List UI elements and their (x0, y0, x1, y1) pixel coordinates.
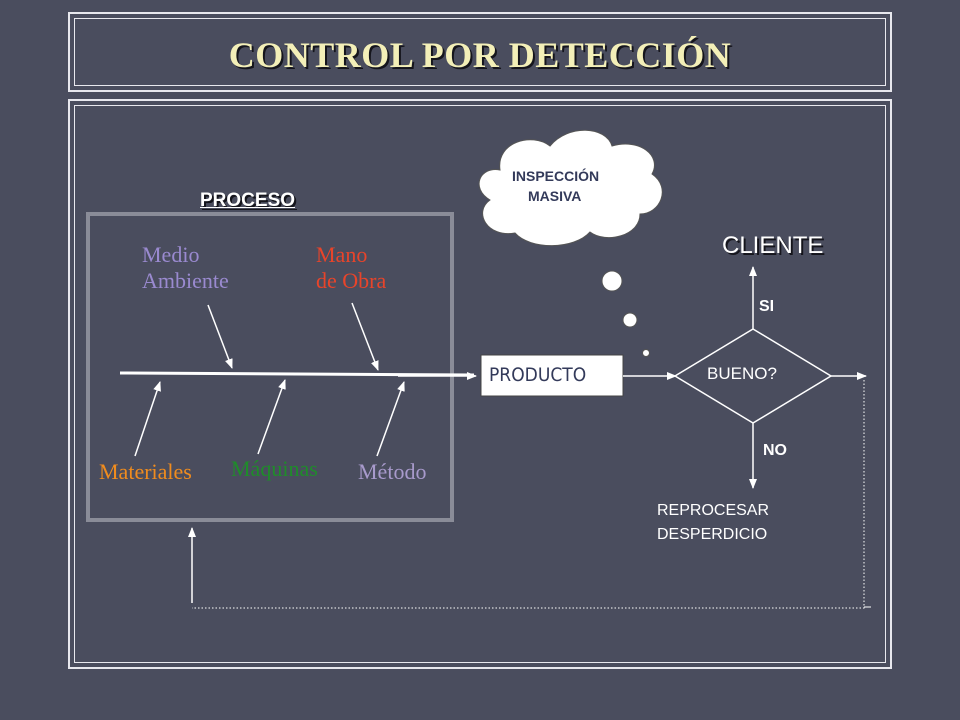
factor-mano-de-obra: Mano de Obra (316, 242, 386, 294)
cliente-label: CLIENTE (722, 232, 824, 259)
producto-label: PRODUCTO (489, 364, 587, 386)
factor-mano-de-obra-line1: Mano (316, 242, 368, 267)
reprocess-line2: DESPERDICIO (657, 526, 768, 543)
factor-metodo: Método (358, 459, 427, 484)
bone-materiales (134, 381, 161, 457)
thought-bubble-large (601, 270, 623, 292)
no-label: NO (763, 442, 787, 459)
si-label: SI (759, 298, 775, 315)
thought-bubble-medium (622, 312, 638, 328)
bone-metodo (376, 381, 405, 457)
bone-medio-ambiente (207, 304, 233, 369)
factor-medio-ambiente-line1: Medio (142, 242, 200, 267)
inspection-cloud (478, 129, 663, 247)
page-title: CONTROL POR DETECCIÓN (228, 35, 732, 75)
inspection-line1: INSPECCIÓN (512, 168, 600, 184)
feedback-line (192, 380, 865, 609)
factor-mano-de-obra-line2: de Obra (316, 268, 387, 293)
thought-bubble-small (642, 349, 650, 357)
bone-maquinas (257, 379, 286, 455)
factor-materiales: Materiales (99, 459, 192, 484)
inspection-label: INSPECCIÓN MASIVA (512, 166, 599, 206)
process-box (86, 212, 454, 522)
factor-maquinas: Máquinas (231, 456, 318, 481)
fishbone-spine (119, 371, 475, 377)
factor-medio-ambiente-line2: Ambiente (142, 268, 229, 293)
producto-box (480, 354, 624, 397)
title-frame: CONTROL POR DETECCIÓN (68, 12, 892, 92)
factor-medio-ambiente: Medio Ambiente (142, 242, 229, 294)
inspection-line2: MASIVA (528, 188, 582, 204)
reprocess-label: REPROCESAR DESPERDICIO (657, 499, 769, 547)
diagram-frame (68, 99, 892, 669)
proceso-label: PROCESO (200, 190, 296, 211)
reprocess-line1: REPROCESAR (657, 502, 770, 519)
decision-label: BUENO? (707, 364, 777, 383)
bone-mano-de-obra (351, 302, 379, 371)
